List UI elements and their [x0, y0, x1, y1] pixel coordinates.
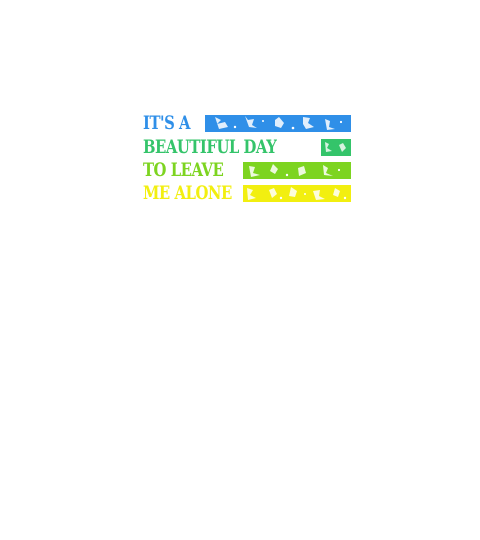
graphic-line-2: BEAUTIFUL DAY: [143, 136, 351, 158]
line-3-text: TO LEAVE: [143, 159, 224, 181]
stripe-bar-3: [243, 162, 351, 179]
distress-texture-3: [249, 164, 341, 177]
distress-texture-4: [247, 187, 347, 200]
graphic-line-4: ME ALONE: [143, 182, 351, 204]
line-4-text: ME ALONE: [143, 182, 232, 204]
graphic-line-3: TO LEAVE: [143, 159, 351, 181]
stripe-bar-1: [205, 115, 351, 132]
distress-texture-1: [215, 116, 343, 130]
stripe-bar-4: [243, 185, 351, 202]
line-2-text: BEAUTIFUL DAY: [143, 136, 277, 158]
distressed-retro-graphic: IT'S A BEAUTIFUL DAY TO LEAVE: [143, 112, 351, 204]
distress-texture-2: [325, 142, 346, 152]
stripe-bar-2: [321, 139, 351, 156]
graphic-line-1: IT'S A: [143, 112, 351, 134]
line-1-text: IT'S A: [143, 112, 191, 134]
